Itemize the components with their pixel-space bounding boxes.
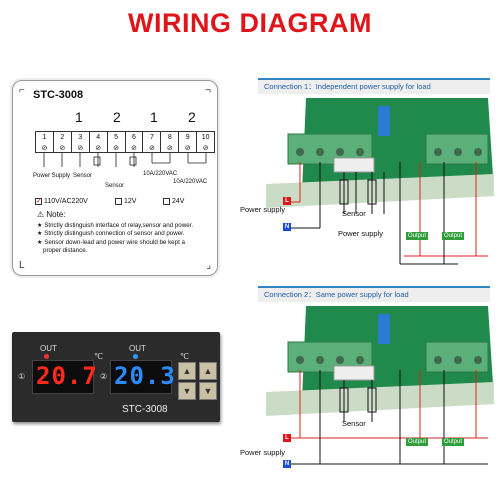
option-12v: 12V bbox=[115, 198, 136, 205]
unit2-label: ℃ bbox=[180, 352, 189, 361]
terminal: 7⊘ bbox=[143, 132, 162, 152]
terminal: 2⊘ bbox=[54, 132, 72, 152]
corner-mark: ⌐ bbox=[19, 85, 25, 96]
out2-led bbox=[133, 354, 138, 359]
option-24v: 24V bbox=[163, 198, 184, 205]
out1-led bbox=[44, 354, 49, 359]
connection2-diagram bbox=[266, 306, 494, 465]
output1-tag: Output bbox=[406, 232, 429, 240]
output1-tag: Output bbox=[406, 438, 429, 446]
note-line: ★ Strictly distinguish connection of sen… bbox=[37, 230, 185, 237]
neutral-terminal-badge: N bbox=[283, 460, 291, 468]
checked-box-icon: ✓ bbox=[35, 198, 42, 205]
set-button[interactable]: ▲ bbox=[199, 362, 217, 380]
note-line: ★ Strictly distinguish interface of rela… bbox=[37, 221, 194, 229]
sensor-label: Sensor bbox=[342, 209, 366, 218]
power-supply-label: Power Supply bbox=[33, 173, 71, 179]
neutral-terminal-badge: N bbox=[283, 223, 291, 231]
terminal: 10⊘ bbox=[201, 134, 210, 152]
sensor-label: Sensor bbox=[73, 173, 93, 179]
empty-box-icon bbox=[163, 198, 170, 205]
group-label: 1 bbox=[150, 109, 158, 125]
terminal-block: 1⊘ 2⊘ 3⊘ 4⊘ 5⊘ 6⊘ 7⊘ 8⊘ 9⊘ 10⊘ bbox=[35, 131, 215, 153]
output2-tag: Output bbox=[442, 232, 465, 240]
terminal: 4⊘ bbox=[90, 132, 108, 152]
option-110-220v: ✓110V/AC220V bbox=[35, 198, 88, 205]
out2-label: OUT bbox=[129, 344, 146, 353]
display1-readout: 20.7 bbox=[36, 362, 98, 390]
terminal: 9⊘ bbox=[179, 132, 198, 152]
group-label: 2 bbox=[113, 109, 121, 125]
note-line: ★ Sensor down-lead and power wire should… bbox=[37, 238, 185, 246]
group-label: 1 bbox=[75, 109, 83, 125]
page-title: WIRING DIAGRAM bbox=[128, 8, 372, 38]
up-button-1[interactable]: ▲ bbox=[178, 362, 196, 380]
device-model: STC-3008 bbox=[122, 404, 168, 415]
corner-mark: L bbox=[19, 260, 25, 271]
display2-mark: ② bbox=[100, 372, 108, 381]
power-supply-label: Power supply bbox=[240, 205, 286, 214]
terminal: 6⊘ bbox=[126, 132, 144, 152]
empty-box-icon bbox=[115, 198, 122, 205]
terminal: 5⊘ bbox=[108, 132, 126, 152]
display1-panel bbox=[32, 360, 94, 394]
corner-mark: ¬ bbox=[205, 85, 211, 96]
terminal: 8⊘ bbox=[161, 132, 180, 152]
power-supply-label: Power supply bbox=[240, 448, 286, 457]
relay-rating-label: 10A/220VAC bbox=[143, 171, 178, 177]
down-button-2[interactable]: ▼ bbox=[199, 382, 217, 400]
sensor-label: Sensor bbox=[105, 183, 125, 189]
terminal-wiring-lines bbox=[43, 153, 207, 167]
corner-mark: ⌟ bbox=[206, 260, 211, 271]
live-terminal-badge: L bbox=[283, 434, 291, 442]
display2-readout: 20.3 bbox=[114, 362, 176, 390]
terminal: 3⊘ bbox=[72, 132, 90, 152]
card-model: STC-3008 bbox=[33, 89, 84, 101]
display2-panel bbox=[110, 360, 172, 394]
wiring-label-card: ⌐ ¬ L ⌟ STC-3008 1 2 1 2 1⊘ 2⊘ 3⊘ 4⊘ 5⊘ … bbox=[12, 80, 218, 276]
display1-mark: ① bbox=[18, 372, 26, 381]
group-label: 2 bbox=[188, 109, 196, 125]
connection1-header: Connection 1：Independent power supply fo… bbox=[258, 78, 490, 94]
notes-block: ⚠ Note: ★ Strictly distinguish interface… bbox=[37, 210, 194, 256]
output2-tag: Output bbox=[442, 438, 465, 446]
live-terminal-badge: L bbox=[283, 197, 291, 205]
power-supply-label: Power supply bbox=[338, 229, 384, 238]
out1-label: OUT bbox=[40, 344, 57, 353]
note-title: ⚠ Note: bbox=[37, 210, 66, 219]
note-line: proper distance. bbox=[43, 247, 88, 254]
relay-rating-label: 10A/220VAC bbox=[173, 179, 208, 185]
terminal: 1⊘ bbox=[36, 132, 54, 152]
down-button-1[interactable]: ▼ bbox=[178, 382, 196, 400]
thermostat-device: OUT OUT ℃ ℃ ① ② 20.7 20.3 ▲ ▲ ▼ ▼ STC-30… bbox=[12, 332, 220, 422]
connection2-header: Connection 2：Same power supply for load bbox=[258, 286, 490, 302]
sensor-label: Sensor bbox=[342, 419, 366, 428]
connection1-diagram bbox=[266, 98, 494, 265]
unit1-label: ℃ bbox=[94, 352, 103, 361]
